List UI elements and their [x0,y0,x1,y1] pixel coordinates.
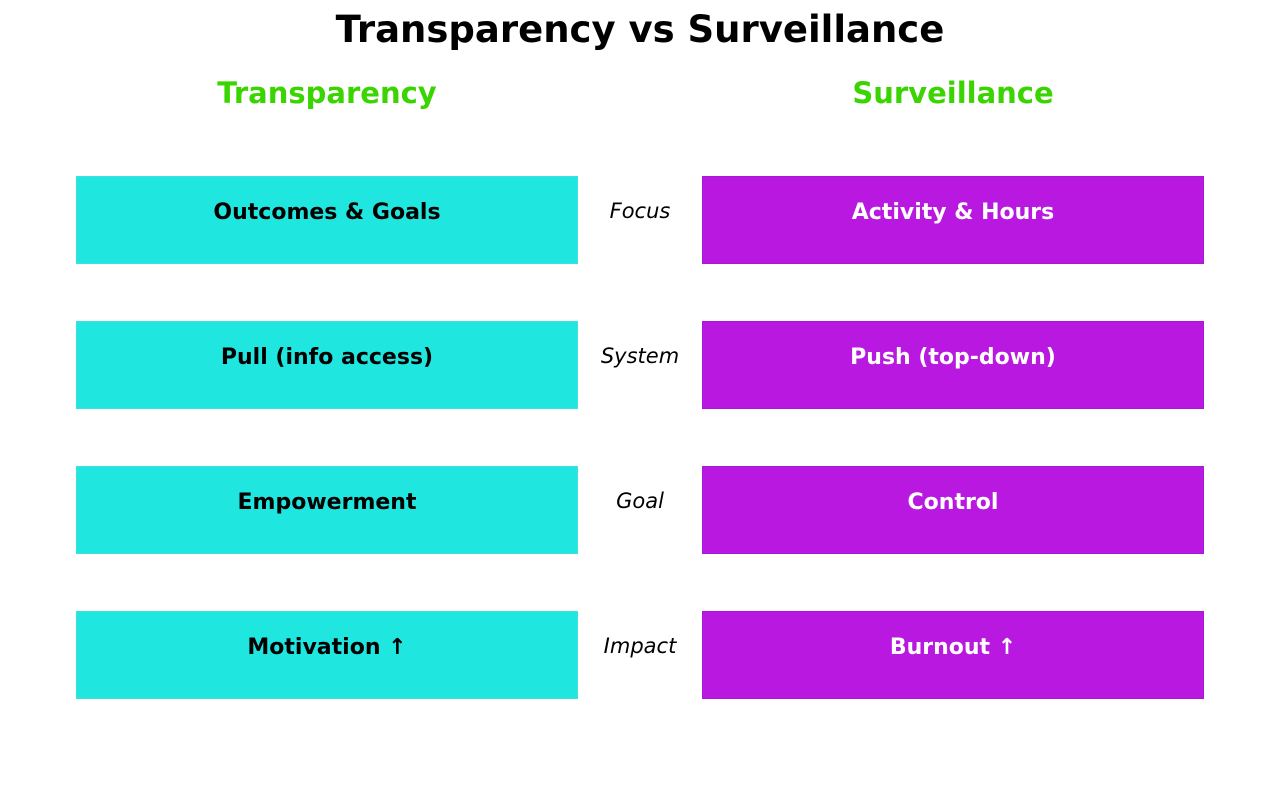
surveillance-goal-box: Control [702,466,1204,554]
row-label-system: System [600,344,680,368]
transparency-system-box: Pull (info access) [76,321,578,409]
transparency-focus-box: Outcomes & Goals [76,176,578,264]
transparency-impact-box: Motivation ↑ [76,611,578,699]
surveillance-system-box: Push (top-down) [702,321,1204,409]
transparency-header: Transparency [217,76,437,110]
diagram-title: Transparency vs Surveillance [335,8,945,51]
transparency-goal-box: Empowerment [76,466,578,554]
row-label-goal: Goal [616,489,664,513]
row-label-impact: Impact [603,634,677,658]
surveillance-focus-box: Activity & Hours [702,176,1204,264]
surveillance-impact-box: Burnout ↑ [702,611,1204,699]
row-label-focus: Focus [609,199,671,223]
surveillance-header: Surveillance [852,76,1054,110]
